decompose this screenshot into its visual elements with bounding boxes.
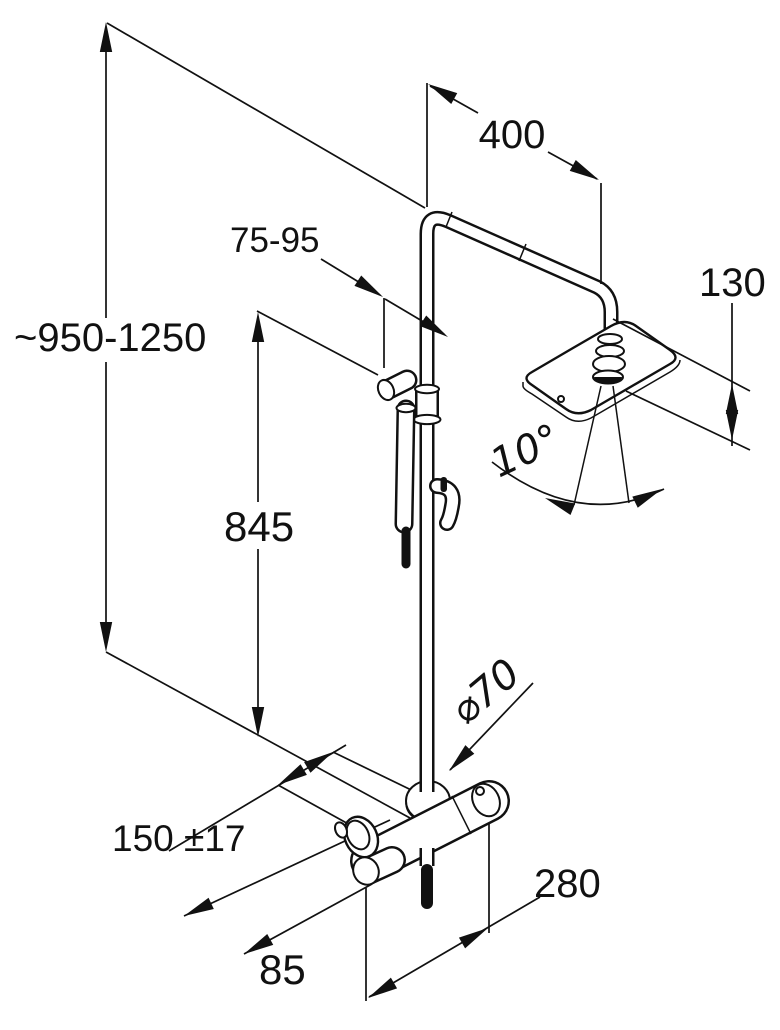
dimension-lines-lower: [105, 651, 541, 1004]
thermostatic-mixer: [333, 780, 510, 909]
dim-spray-angle: [491, 385, 665, 515]
arrowhead: [424, 78, 458, 104]
arrowhead: [181, 897, 214, 922]
arrowhead: [458, 922, 492, 949]
holder-offset-label: 75-95: [230, 221, 320, 260]
head-plate-rim: [522, 359, 681, 422]
body-width-label: 280: [534, 862, 601, 906]
handle-top: [395, 402, 417, 414]
arm-joint-mark: [445, 211, 453, 228]
head-detail-dot: [557, 395, 565, 403]
dim-holder-offset: [320, 258, 452, 368]
arrowhead: [725, 384, 739, 414]
dim-height-range: [99, 22, 426, 652]
dim-head-drop: [612, 303, 751, 451]
thermostat-knob-face: [345, 819, 371, 851]
escutcheon-diameter-label: ⌀70: [442, 650, 529, 733]
arrowhead: [251, 312, 265, 342]
shower-fixture: [333, 210, 681, 909]
connector-ring-1: [597, 333, 623, 345]
arrowhead: [99, 622, 113, 652]
safety-button: [333, 821, 349, 839]
riser-pipe-and-arm: [419, 210, 619, 792]
dim-arm-projection: [424, 78, 603, 284]
dim-bar-length: [251, 310, 379, 737]
volume-handle-face: [352, 856, 380, 886]
height-range-label: ~950-1250: [14, 316, 206, 360]
arrowhead: [444, 745, 475, 776]
spray-angle-label: 10°: [484, 415, 568, 487]
arrowhead: [542, 492, 576, 515]
arrowhead: [354, 275, 387, 303]
dimension-lines-upper: [99, 22, 751, 737]
slider-flange: [412, 413, 442, 426]
mixer-body-ring: [451, 795, 472, 835]
arm-joint-mark: [518, 243, 527, 262]
end-cap-screw: [475, 786, 485, 796]
arrowhead: [364, 977, 398, 1004]
dim-escutcheon-diameter: [444, 682, 534, 776]
arrowhead: [569, 160, 603, 186]
elbow-pin: [440, 477, 447, 492]
arrowhead: [632, 483, 665, 508]
overhead-shower-head: [522, 320, 681, 422]
inlet-spacing-label: 150 ±17: [112, 818, 245, 859]
arm-projection-label: 400: [479, 113, 546, 157]
bar-length-label: 845: [224, 503, 294, 550]
handle-offset-label: 85: [259, 946, 306, 993]
hand-shower-group: [376, 369, 442, 569]
arrowhead: [99, 22, 113, 52]
spray-face: [594, 377, 622, 384]
arrowhead: [725, 410, 739, 440]
holder-face: [376, 378, 396, 402]
head-drop-label: 130: [699, 261, 766, 305]
dim-body-width: [364, 806, 541, 1004]
slider-top: [414, 383, 440, 395]
hose-connection-elbow: [429, 477, 461, 531]
